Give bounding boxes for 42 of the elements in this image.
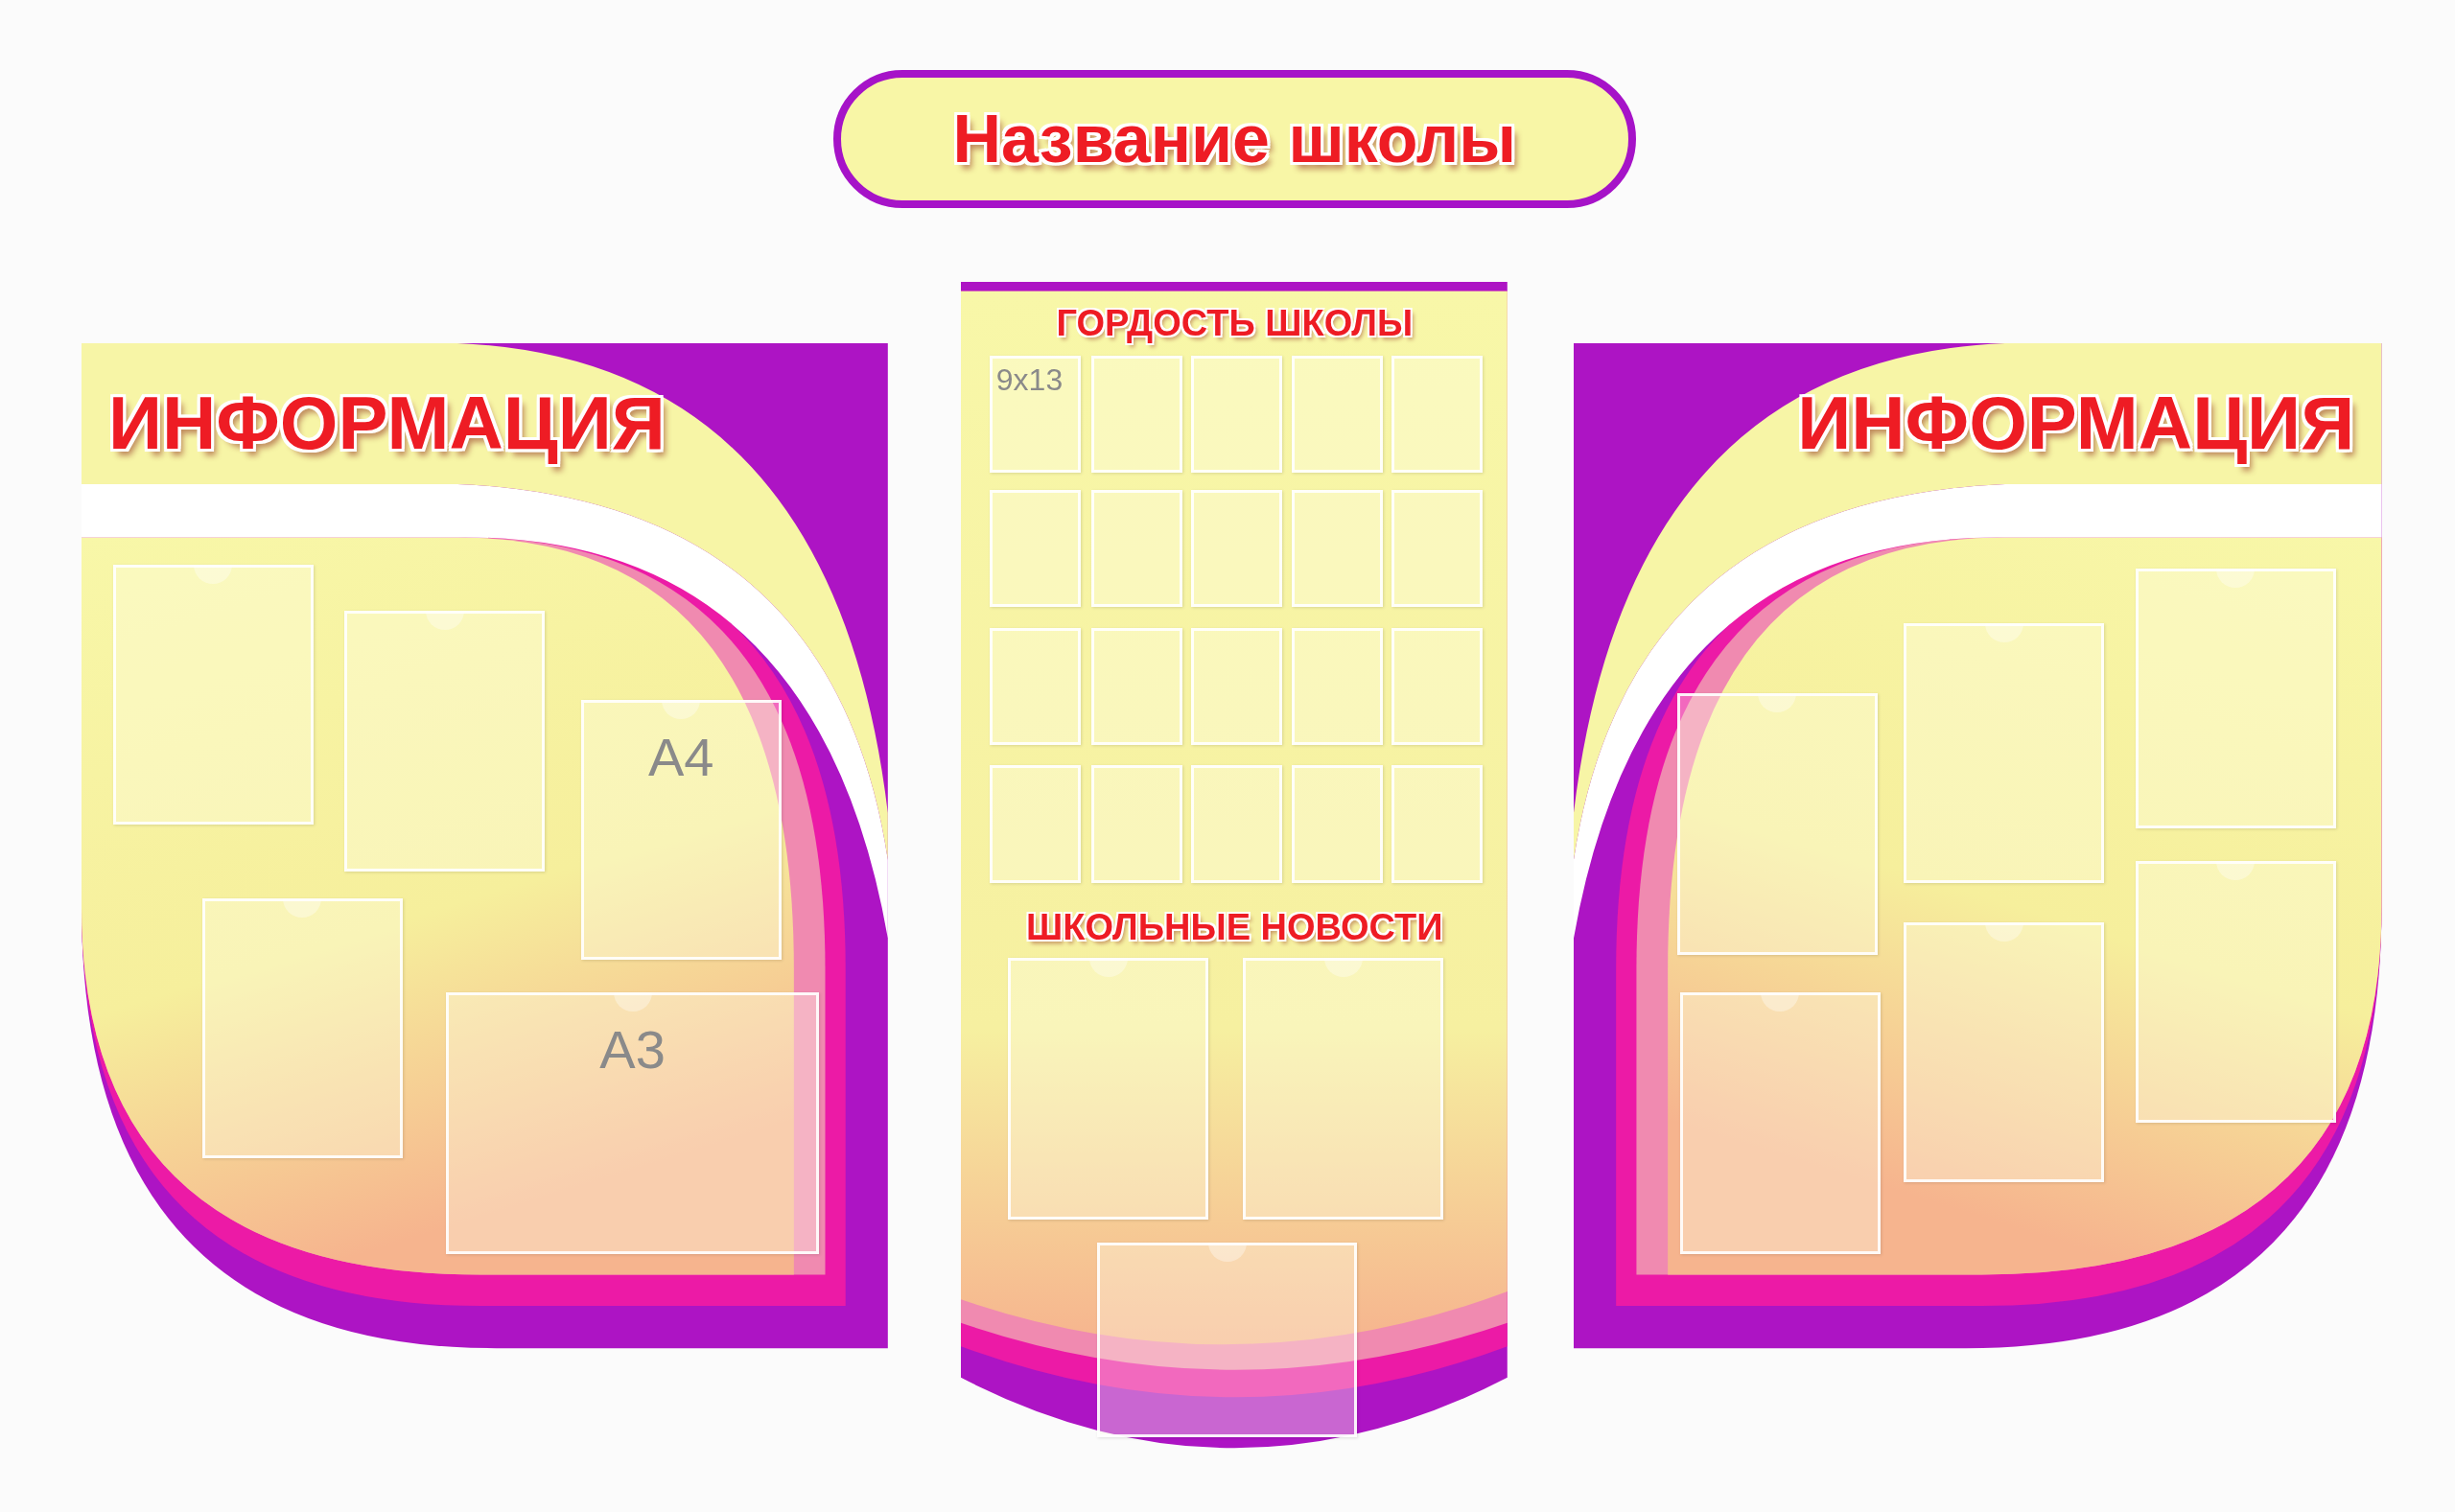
document-pocket: [201, 898, 403, 1159]
photo-pocket: [1291, 627, 1383, 746]
photo-pocket: [1090, 490, 1182, 608]
document-pocket: [112, 565, 314, 826]
photo-pocket: [1090, 627, 1182, 746]
photo-pocket: [989, 355, 1081, 474]
document-pocket: [344, 610, 546, 872]
section-heading: ГОРДОСТЬ ШКОЛЫ: [1055, 302, 1415, 344]
size-label: 9x13: [995, 361, 1064, 398]
document-pocket: [2135, 860, 2336, 1123]
photo-pocket: [989, 490, 1081, 608]
photo-pocket: [1090, 355, 1182, 474]
panel-heading: ИНФОРМАЦИЯ: [107, 379, 666, 467]
photo-pocket: [1291, 355, 1383, 474]
document-pocket: [1097, 1243, 1358, 1437]
document-pocket: [1679, 992, 1881, 1254]
photo-pocket: [1391, 765, 1484, 883]
size-label: A4: [646, 725, 715, 788]
photo-pocket: [1191, 627, 1283, 746]
photo-pocket: [1291, 765, 1383, 883]
document-pocket: [1008, 958, 1209, 1220]
panel-heading: ИНФОРМАЦИЯ: [1797, 379, 2355, 467]
title-text: Название школы: [952, 101, 1517, 178]
photo-pocket: [1391, 355, 1484, 474]
photo-pocket: [1391, 627, 1484, 746]
document-pocket: [2135, 568, 2336, 828]
section-heading: ШКОЛЬНЫЕ НОВОСТИ: [1025, 906, 1444, 948]
photo-pocket: [1291, 490, 1383, 608]
photo-pocket: [1191, 355, 1283, 474]
photo-pocket: [989, 765, 1081, 883]
photo-pocket: [1191, 765, 1283, 883]
photo-pocket: [1191, 490, 1283, 608]
photo-pocket: [989, 627, 1081, 746]
document-pocket: [1676, 693, 1878, 955]
document-pocket: [1243, 958, 1444, 1220]
document-pocket: [1904, 622, 2105, 883]
document-pocket: [1904, 921, 2105, 1182]
document-pocket: [580, 699, 782, 960]
document-pocket: [446, 992, 819, 1254]
photo-pocket: [1391, 490, 1484, 608]
photo-pocket: [1090, 765, 1182, 883]
size-label: A3: [598, 1018, 666, 1082]
